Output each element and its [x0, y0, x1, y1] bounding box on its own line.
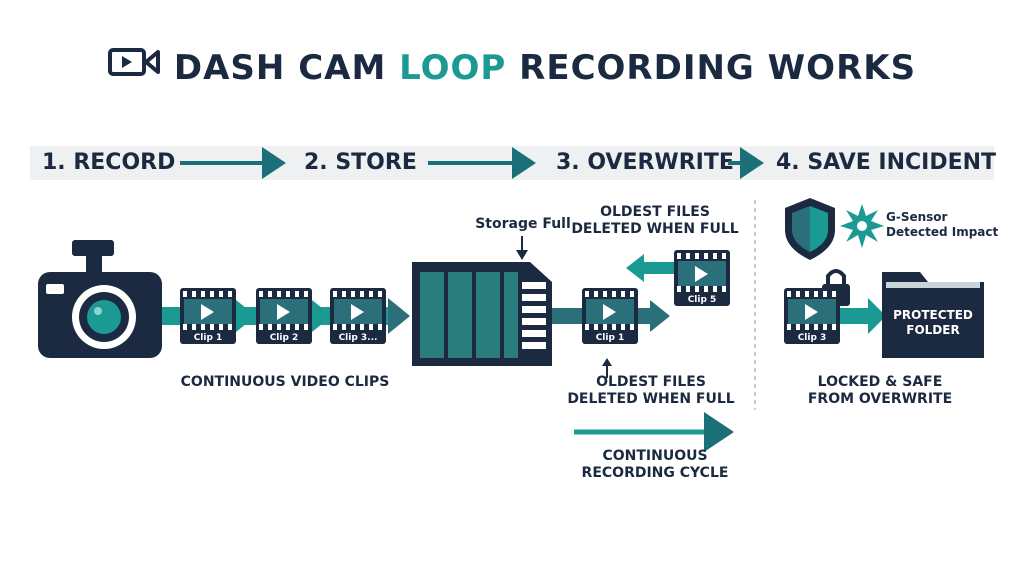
flow-arrow-b — [312, 300, 332, 332]
clip-label: Clip 1 — [193, 333, 223, 343]
clip-label: Clip 2 — [269, 333, 299, 343]
video-camera-icon — [107, 46, 160, 86]
protected-folder-label: PROTECTED FOLDER — [882, 308, 984, 338]
gsensor-line1: G-Sensor — [886, 210, 948, 224]
storage-full-label: Storage Full — [475, 216, 571, 232]
dash-cam-icon — [38, 240, 162, 358]
gsensor-label: G-Sensor Detected Impact — [886, 210, 998, 240]
continuous-clips-label: CONTINUOUS VIDEO CLIPS — [180, 374, 390, 390]
clip-2: Clip 2 — [256, 288, 312, 344]
clip-1: Clip 1 — [180, 288, 236, 344]
impact-burst-icon — [840, 204, 884, 248]
title-highlight: LOOP — [399, 48, 507, 88]
locked-line2: FROM OVERWRITE — [807, 391, 953, 407]
oldest-files-top: OLDEST FILES DELETED WHEN FULL — [570, 204, 740, 238]
oldest-bottom-line2: DELETED WHEN FULL — [567, 391, 735, 407]
locked-line1: LOCKED & SAFE — [817, 374, 943, 390]
step-save-incident: 4. SAVE INCIDENT — [776, 150, 997, 175]
folder-line2: FOLDER — [906, 323, 960, 337]
clip-label: Clip 1 — [595, 333, 625, 343]
clip-new: Clip 1 — [582, 288, 638, 344]
step-record: 1. RECORD — [42, 150, 176, 175]
clip-locked: Clip 3 — [784, 288, 840, 344]
delete-arrow — [626, 254, 676, 282]
shield-icon — [785, 198, 835, 260]
cycle-line2: RECORDING CYCLE — [581, 465, 729, 481]
step-overwrite: 3. OVERWRITE — [556, 150, 734, 175]
clip-label: Clip 3 — [797, 333, 827, 343]
oldest-top-line2: DELETED WHEN FULL — [571, 221, 739, 237]
page-title: DASH CAM LOOP RECORDING WORKS — [0, 46, 1024, 90]
clip-oldest: Clip 5 — [674, 250, 730, 306]
recording-cycle-label: CONTINUOUS RECORDING CYCLE — [570, 448, 740, 482]
oldest-bottom-line1: OLDEST FILES — [596, 374, 706, 390]
title-part2: RECORDING WORKS — [506, 48, 917, 88]
oldest-top-line1: OLDEST FILES — [600, 204, 710, 220]
gsensor-line2: Detected Impact — [886, 225, 999, 239]
cycle-line1: CONTINUOUS — [602, 448, 708, 464]
sd-card-icon — [412, 262, 552, 366]
save-band — [836, 308, 870, 324]
clip-label: Clip 5 — [687, 295, 717, 305]
title-part1: DASH CAM — [173, 48, 400, 88]
oldest-files-bottom: OLDEST FILES DELETED WHEN FULL — [566, 374, 736, 408]
clip-3: Clip 3... — [330, 288, 386, 344]
folder-line1: PROTECTED — [893, 308, 973, 322]
folder-icon — [882, 272, 984, 358]
flow-arrow-c — [388, 298, 410, 334]
flow-arrow-a — [236, 300, 256, 332]
locked-safe-label: LOCKED & SAFE FROM OVERWRITE — [790, 374, 970, 408]
clip-label: Clip 3... — [338, 333, 378, 343]
step-store: 2. STORE — [304, 150, 417, 175]
